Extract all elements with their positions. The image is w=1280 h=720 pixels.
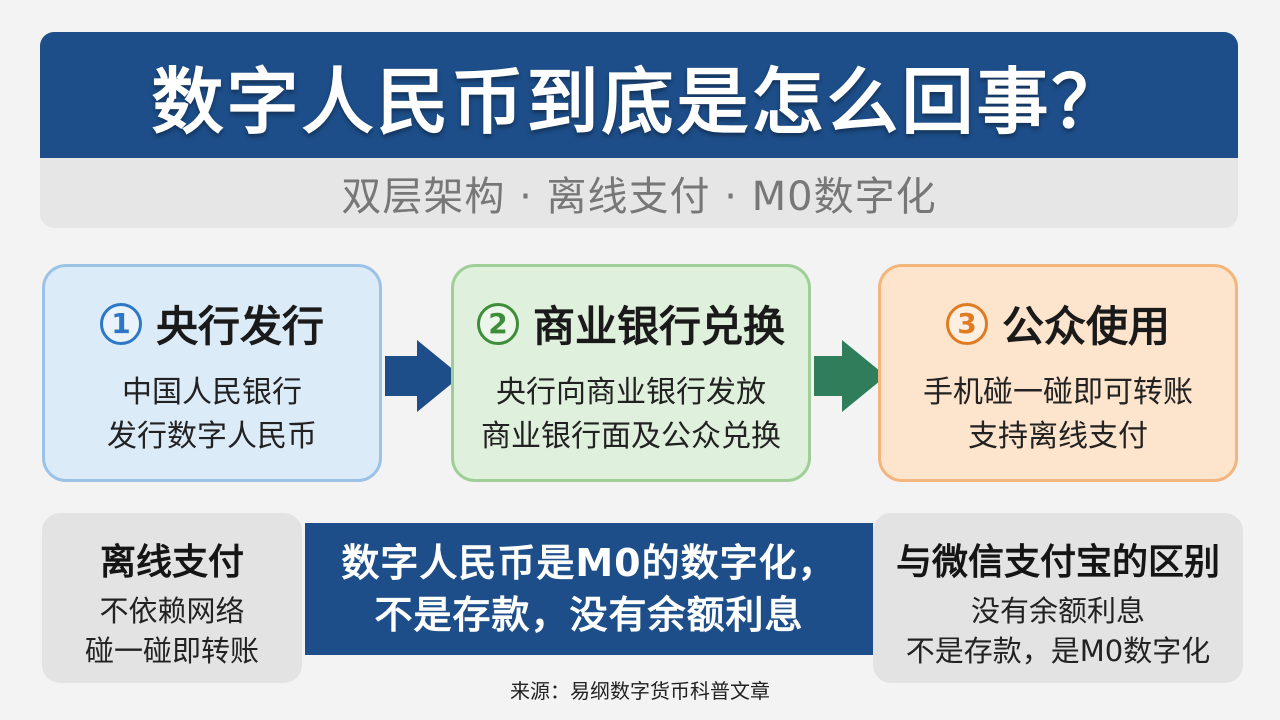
page-title: 数字人民币到底是怎么回事？ <box>151 59 1127 144</box>
arrow-shaft <box>385 356 419 396</box>
step-line: 央行向商业银行发放 <box>496 375 766 410</box>
step-title: 央行发行 <box>155 302 324 351</box>
card-line: 碰一碰即转账 <box>84 634 259 668</box>
card-line: 没有余额利息 <box>970 594 1145 628</box>
step-line: 中国人民银行 <box>122 375 302 410</box>
step-description: 央行向商业银行发放 商业银行面及公众兑换 <box>454 371 808 459</box>
page-subtitle: 双层架构 · 离线支付 · M0数字化 <box>341 174 937 220</box>
card-title: 与微信支付宝的区别 <box>895 542 1220 583</box>
card-description: 没有余额利息 不是存款，是M0数字化 <box>873 591 1243 671</box>
step-number-badge: 3 <box>945 302 988 345</box>
step-header: 3 公众使用 <box>881 293 1235 354</box>
step-line: 手机碰一碰即可转账 <box>923 375 1193 410</box>
comparison-card: 与微信支付宝的区别 没有余额利息 不是存款，是M0数字化 <box>873 513 1243 683</box>
step-line: 发行数字人民币 <box>107 419 317 454</box>
key-message-line: 不是存款，没有余额利息 <box>374 593 804 637</box>
arrow-shaft <box>814 356 844 396</box>
source-caption: 来源：易纲数字货币科普文章 <box>510 679 770 703</box>
step-number-badge: 2 <box>476 302 519 345</box>
step-card-commercial-bank: 2 商业银行兑换 央行向商业银行发放 商业银行面及公众兑换 <box>451 264 811 482</box>
step-description: 手机碰一碰即可转账 支持离线支付 <box>881 371 1235 459</box>
step-header: 1 央行发行 <box>45 293 379 354</box>
step-number-badge: 1 <box>99 302 142 345</box>
card-description: 不依赖网络 碰一碰即转账 <box>42 591 302 671</box>
step-card-central-bank: 1 央行发行 中国人民银行 发行数字人民币 <box>42 264 382 482</box>
title-banner: 数字人民币到底是怎么回事？ <box>40 32 1238 158</box>
subtitle-bar: 双层架构 · 离线支付 · M0数字化 <box>40 158 1238 228</box>
offline-payment-card: 离线支付 不依赖网络 碰一碰即转账 <box>42 513 302 683</box>
card-line: 不是存款，是M0数字化 <box>905 634 1211 668</box>
key-message-banner: 数字人民币是M0的数字化， 不是存款，没有余额利息 <box>305 523 873 655</box>
step-description: 中国人民银行 发行数字人民币 <box>45 371 379 459</box>
card-title: 离线支付 <box>99 542 244 583</box>
step-line: 商业银行面及公众兑换 <box>481 419 781 454</box>
step-line: 支持离线支付 <box>968 419 1148 454</box>
step-title: 公众使用 <box>1001 302 1170 351</box>
step-header: 2 商业银行兑换 <box>454 293 808 354</box>
card-line: 不依赖网络 <box>99 594 245 628</box>
step-title: 商业银行兑换 <box>532 302 785 351</box>
step-card-public-use: 3 公众使用 手机碰一碰即可转账 支持离线支付 <box>878 264 1238 482</box>
key-message-line: 数字人民币是M0的数字化， <box>341 541 837 585</box>
